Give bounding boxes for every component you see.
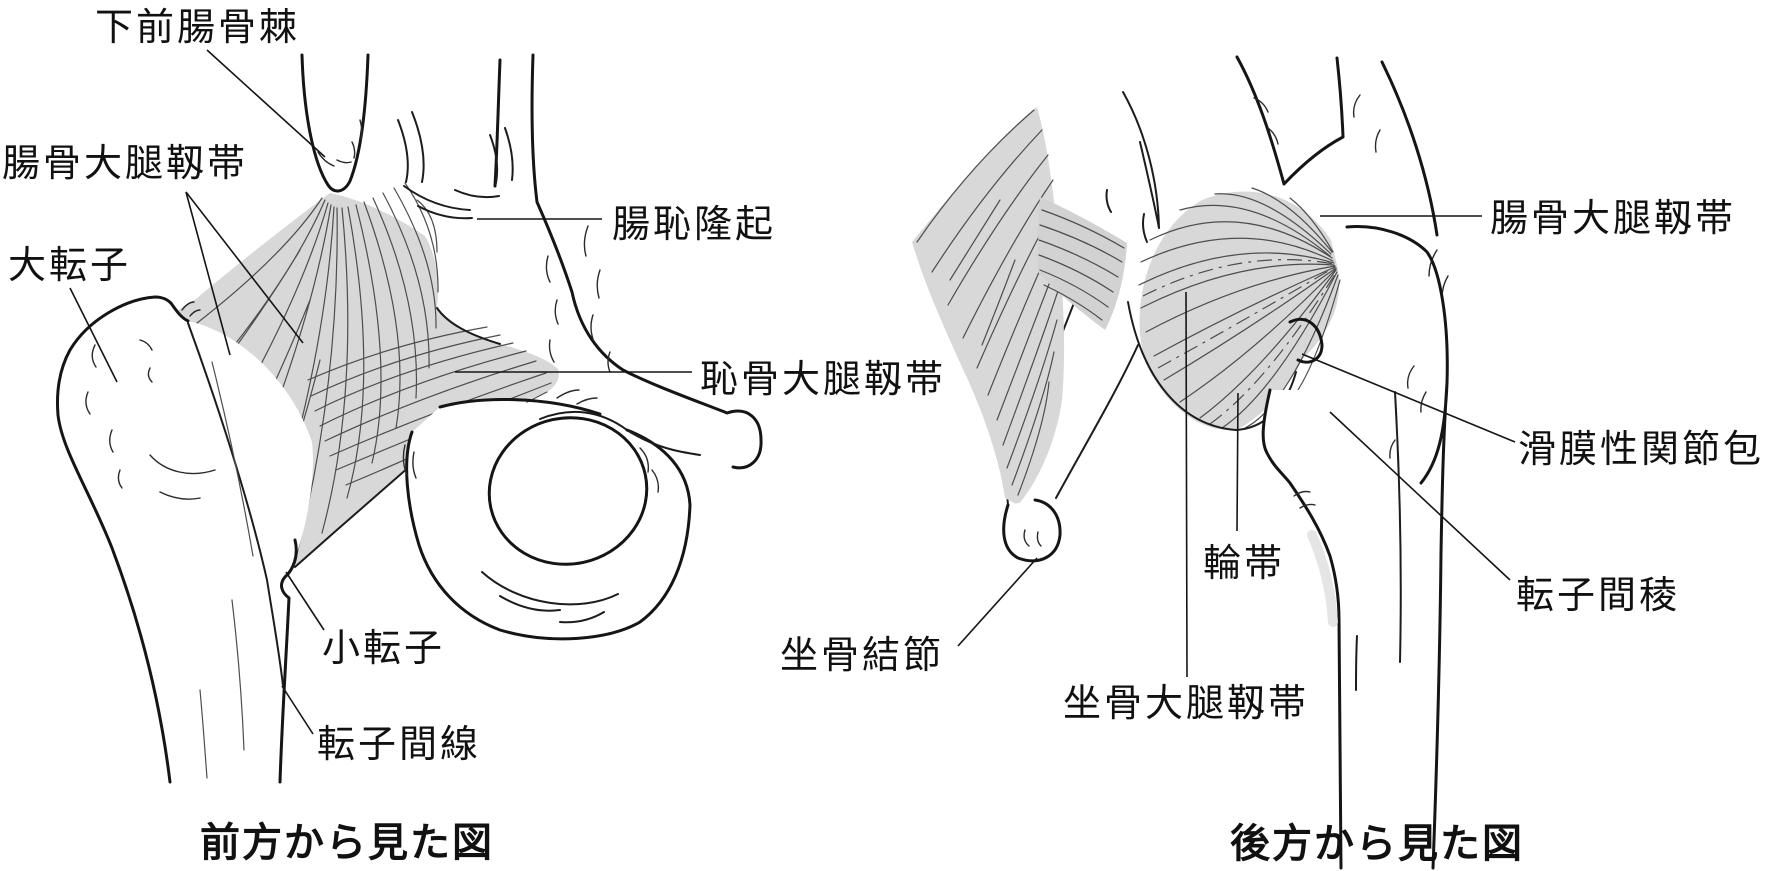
- label-posterior-intertrochanteric-crest: 転子間稜: [1516, 575, 1680, 617]
- label-anterior-intertrochanteric-line: 転子間線: [317, 724, 481, 766]
- capsule-striations: [1138, 187, 1341, 429]
- label-anterior-pubofemoral: 恥骨大腿靱帯: [700, 359, 946, 401]
- label-posterior-ischiofemoral: 坐骨大腿靱帯: [1063, 683, 1309, 725]
- label-anterior-greater-trochanter: 大転子: [8, 245, 131, 287]
- ring-inner-shading: [481, 571, 619, 624]
- aiis-prong-fill: [302, 55, 368, 191]
- leader-ischiofemoral-line: [1185, 291, 1188, 678]
- label-anterior-iliofemoral: 腸骨大腿靱帯: [2, 143, 248, 185]
- ischial-tuberosity-curls: [1023, 529, 1042, 547]
- caption-anterior-view: 前方から見た図: [200, 821, 494, 865]
- leader-iliofemoral-line-2: [185, 191, 304, 344]
- leader-aiis-line: [206, 49, 326, 158]
- label-posterior-iliofemoral: 腸骨大腿靱帯: [1490, 198, 1736, 240]
- acetabular-notch-hole: [1288, 317, 1324, 364]
- sacrotuberous-striations: [916, 109, 1060, 496]
- label-posterior-ischial-tuberosity: 坐骨結節: [780, 635, 944, 677]
- ring-left-hatch: [402, 389, 660, 493]
- crossing-band-striations: [1038, 209, 1125, 321]
- obturator-foramen: [487, 416, 649, 566]
- posterior-ilium-hatch: [1253, 94, 1449, 299]
- ischial-spine-horn: [1105, 91, 1160, 243]
- pubic-knob-fill: [688, 411, 762, 468]
- posterior-femur-outline: [1261, 225, 1449, 870]
- label-posterior-zona-orbicularis: 輪帯: [1203, 543, 1285, 585]
- trochanter-notch-mark: [181, 301, 201, 317]
- ischial-tuberosity-outline: [1002, 498, 1062, 563]
- label-posterior-synovial-capsule: 滑膜性関節包: [1518, 429, 1764, 471]
- posterior-ilium-outline: [1235, 55, 1439, 237]
- leader-intertrochanteric-line-line: [281, 685, 314, 735]
- leader-ischial-tuberosity-line: [957, 557, 1038, 647]
- intertrochanteric-line-art: [187, 322, 284, 687]
- ischial-tuberosity-fill: [1003, 500, 1061, 561]
- leader-lesser-trochanter-line: [285, 571, 325, 631]
- label-anterior-lesser-trochanter: 小転子: [322, 628, 445, 670]
- leader-zona-orbicularis-line: [1236, 392, 1239, 532]
- pelvis-upper-outline: [493, 53, 729, 415]
- capsule-flow-lines: [397, 111, 514, 220]
- crossing-band-shape: [1038, 197, 1127, 330]
- leader-intertrochanteric-crest-line: [1329, 411, 1511, 581]
- obturator-ring-outline: [405, 397, 692, 641]
- capsule-striations-dashed: [1142, 259, 1338, 425]
- iliopubic-eminence-hatch: [545, 225, 611, 373]
- leader-synovial-capsule-line: [1301, 353, 1516, 443]
- anterior-femur-fill: [57, 297, 313, 782]
- greater-trochanter-hatch: [85, 339, 216, 500]
- label-anterior-aiis: 下前腸骨棘: [95, 7, 300, 49]
- aiis-hatch: [317, 119, 363, 167]
- anterior-view-figure: 下前腸骨棘 腸骨大腿靱帯 大転子 腸恥隆起 恥骨大腿靱帯 小転子 転子間線 前方…: [2, 7, 946, 865]
- sacrotuberous-ligament-shape: [912, 107, 1065, 505]
- posterior-view-figure: 腸骨大腿靱帯 滑膜性関節包 輪帯 転子間稜 坐骨結節 坐骨大腿靱帯 後方から見た…: [780, 55, 1764, 870]
- femur-inner-shading: [199, 361, 254, 779]
- leader-iliofemoral-line-1: [185, 191, 231, 356]
- ramus-lower-edge: [539, 410, 701, 456]
- posterior-femur-fill: [1263, 390, 1446, 868]
- caption-posterior-view: 後方から見た図: [1230, 822, 1524, 866]
- femur-ridge-line: [1355, 391, 1402, 691]
- lesser-trochanter-curls: [1293, 365, 1427, 509]
- leader-greater-trochanter-line: [69, 287, 118, 383]
- label-anterior-iliopubic-eminence: 腸恥隆起: [612, 204, 776, 246]
- anterior-femur-outline: [56, 295, 298, 784]
- iliofemoral-striations: [171, 182, 439, 559]
- pubic-knob-outline: [725, 409, 763, 470]
- femur-neck-shade: [1307, 530, 1338, 627]
- aiis-prong-outline: [300, 53, 370, 193]
- capsule-ligament-shape: [1139, 191, 1340, 430]
